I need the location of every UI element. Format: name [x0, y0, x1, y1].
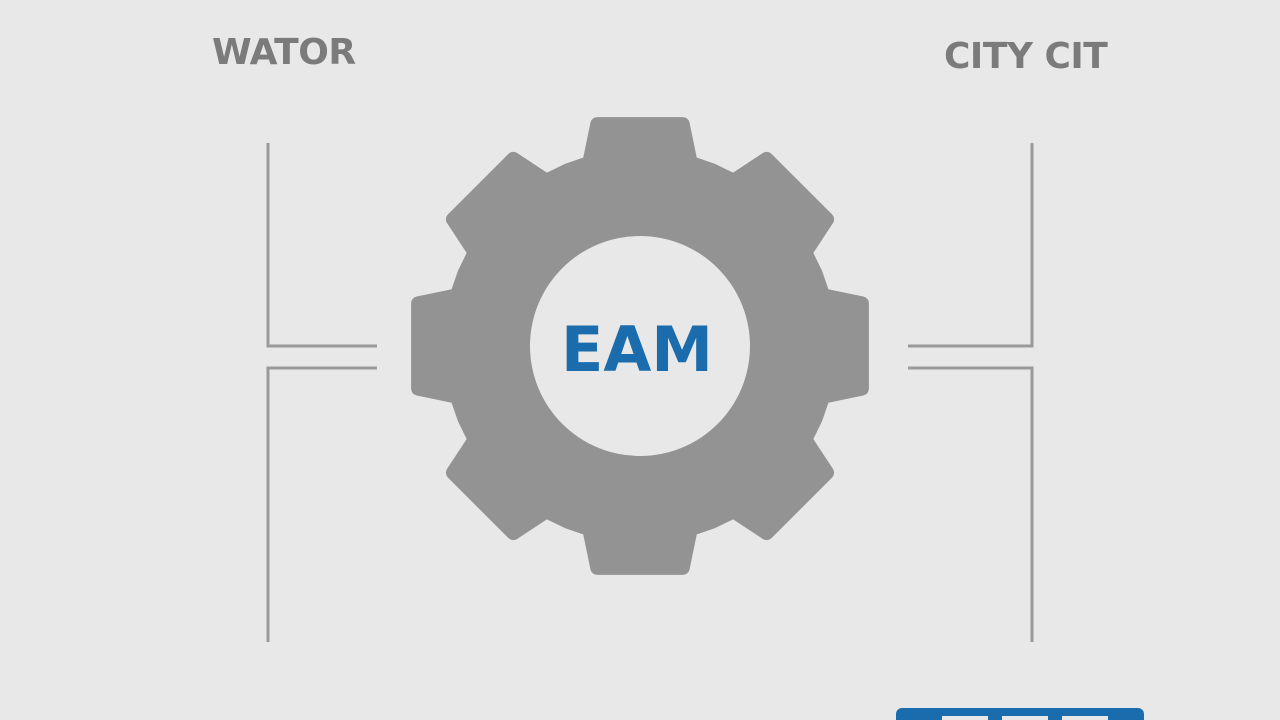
right-connector — [908, 143, 1034, 642]
gear-hub — [530, 236, 750, 456]
left-connector — [266, 143, 377, 642]
right-node-label: CITY CIT — [944, 36, 1108, 77]
gear-icon: EAM — [411, 117, 869, 575]
right-connector-lower — [908, 366, 1034, 642]
left-connector-lower — [266, 366, 377, 642]
right-connector-upper — [908, 143, 1034, 348]
accent-bar-inner-2 — [1002, 716, 1048, 720]
hub-label: EAM — [561, 313, 713, 386]
left-node-label: WATOR — [212, 32, 356, 73]
accent-bar-inner-1 — [942, 716, 988, 720]
left-connector-upper — [266, 143, 377, 348]
accent-bar-inner-3 — [1062, 716, 1108, 720]
